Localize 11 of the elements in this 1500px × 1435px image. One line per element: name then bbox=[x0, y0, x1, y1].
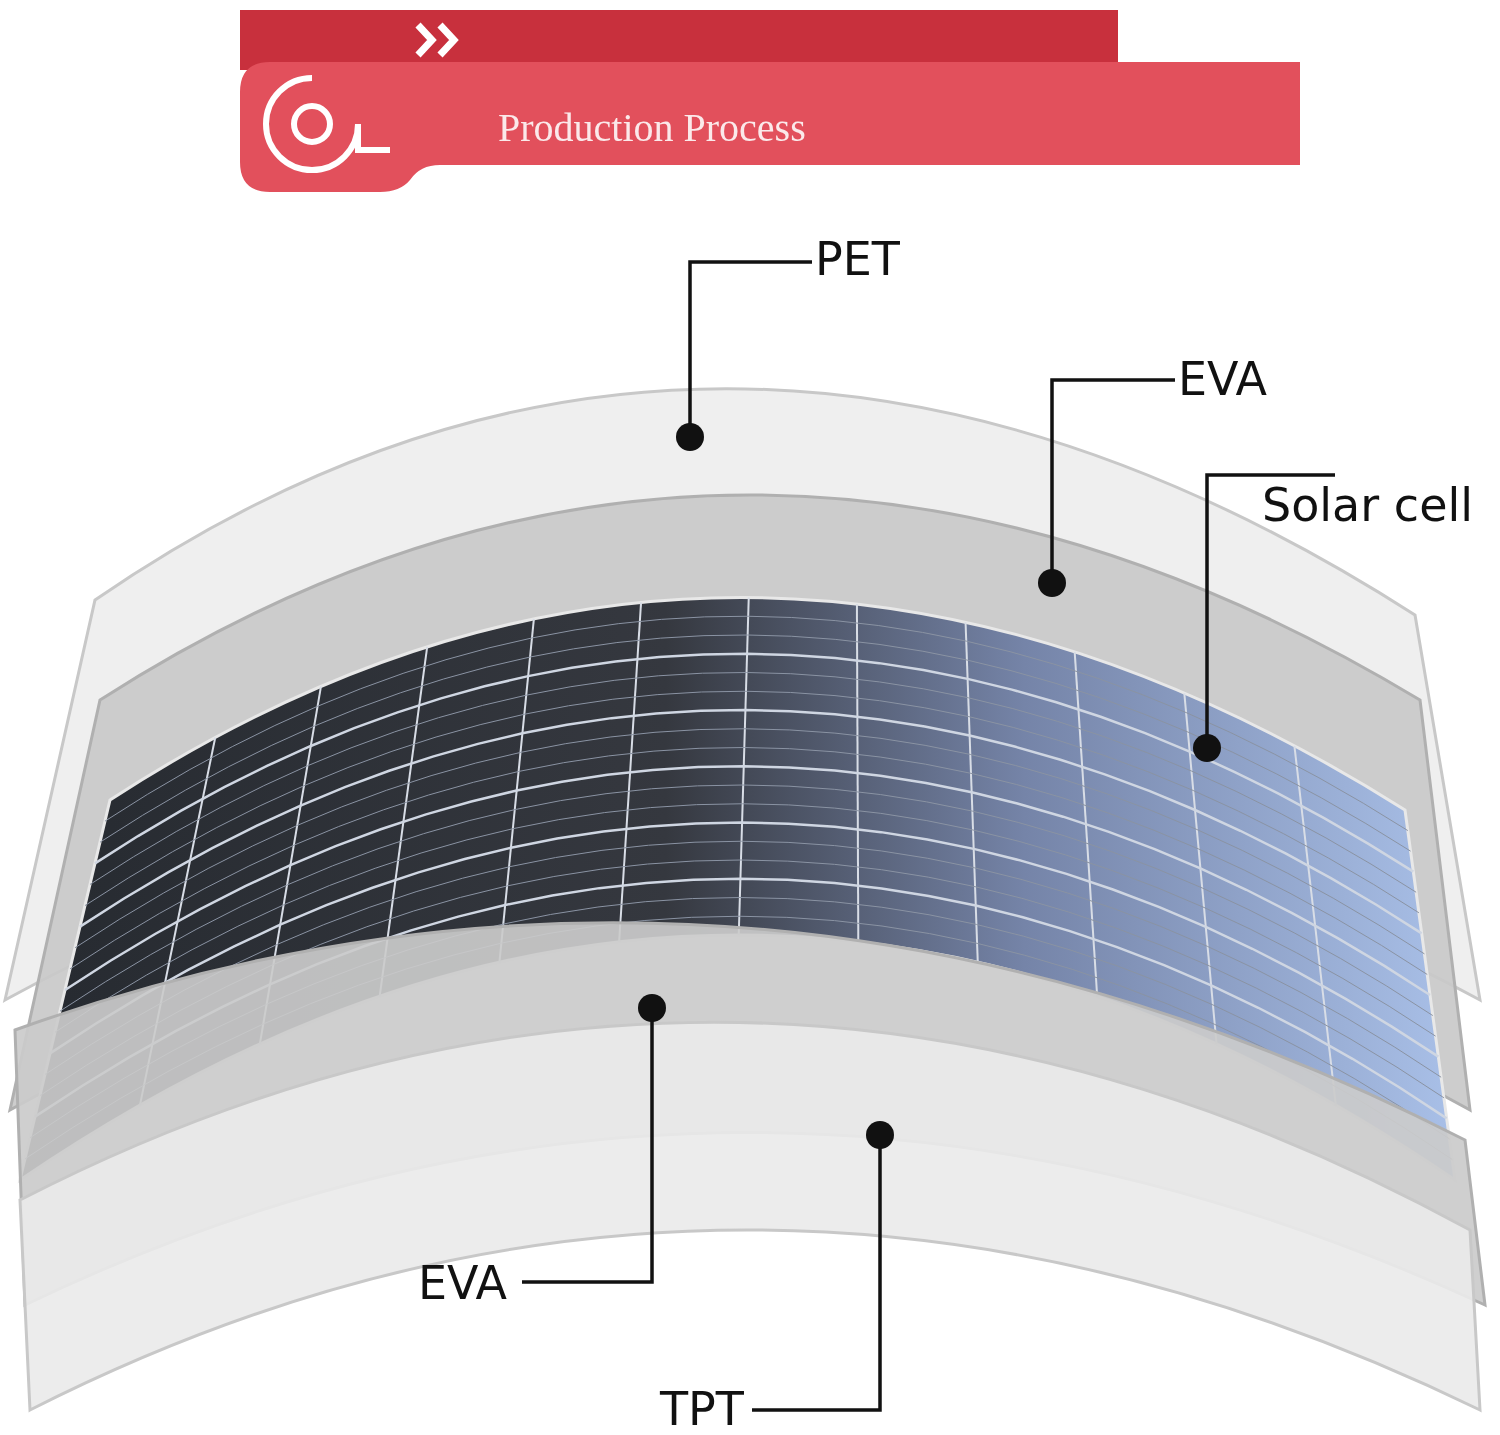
leader-line bbox=[1193, 473, 1335, 762]
layer-label: TPT bbox=[660, 1386, 744, 1432]
layer-label: EVA bbox=[418, 1260, 508, 1306]
leader-line bbox=[676, 260, 812, 451]
layer-label: EVA bbox=[1178, 356, 1268, 402]
layer-label: PET bbox=[815, 236, 900, 282]
layer-label: Solar cell bbox=[1262, 482, 1473, 528]
leader-line bbox=[752, 1121, 894, 1412]
leader-line bbox=[1038, 378, 1175, 597]
banner-title: Production Process bbox=[498, 108, 806, 148]
leader-line bbox=[522, 994, 666, 1284]
